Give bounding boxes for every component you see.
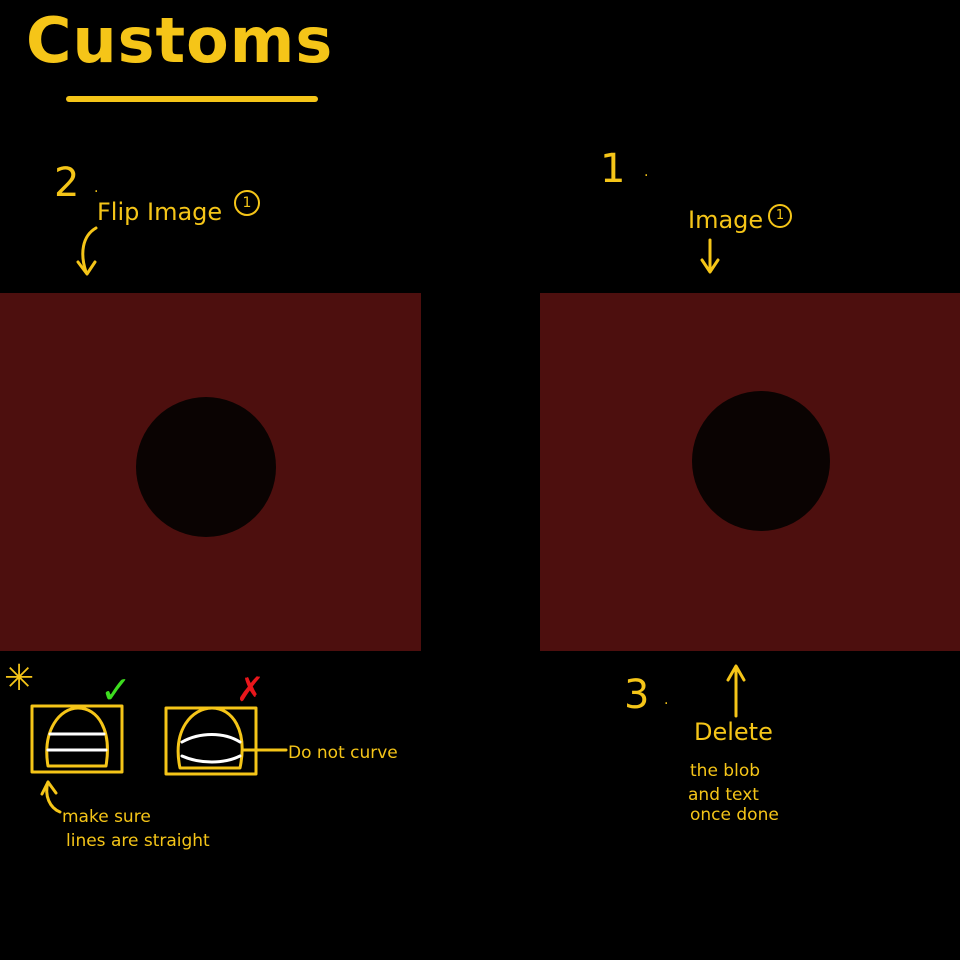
original-image-panel <box>540 293 960 651</box>
left-ref-badge: 1 <box>234 190 260 216</box>
good-example-note-line-1: make sure <box>62 807 151 827</box>
step3-dot: . <box>664 692 669 708</box>
step3-line-2: and text <box>688 785 759 805</box>
bad-example-note: Do not curve <box>288 743 398 763</box>
right-ref-badge: 1 <box>768 204 792 228</box>
right-panel-label: Image <box>688 206 764 234</box>
good-example-note-line-2: lines are straight <box>66 831 210 851</box>
good-example-helmet-icon <box>45 706 109 768</box>
step3-heading: Delete <box>694 718 773 746</box>
page-title: Customs <box>26 4 334 77</box>
left-curved-arrow-icon <box>81 226 98 274</box>
left-step-dot: . <box>94 180 99 196</box>
bad-example-curved-line-2 <box>180 754 242 764</box>
right-step-number: 1 <box>600 146 626 192</box>
original-image-blob <box>692 391 830 531</box>
flipped-image-blob <box>136 397 276 537</box>
title-underline <box>66 96 318 102</box>
asterisk-marker-icon: ✳ <box>4 658 35 699</box>
left-step-number: 2 <box>54 160 80 206</box>
step3-number: 3 <box>624 672 650 718</box>
bad-example-helmet-icon <box>176 706 244 770</box>
step3-line-1: the blob <box>690 761 761 781</box>
bad-example-curved-line-1 <box>180 733 242 744</box>
left-panel-label: Flip Image <box>97 198 223 226</box>
flipped-image-panel <box>0 293 421 651</box>
right-step-dot: . <box>644 164 649 180</box>
step3-line-3: once done <box>690 805 779 825</box>
good-example-arrow-icon <box>45 780 62 814</box>
good-example-frame <box>30 704 124 774</box>
cross-mark-icon: ✗ <box>236 670 265 710</box>
